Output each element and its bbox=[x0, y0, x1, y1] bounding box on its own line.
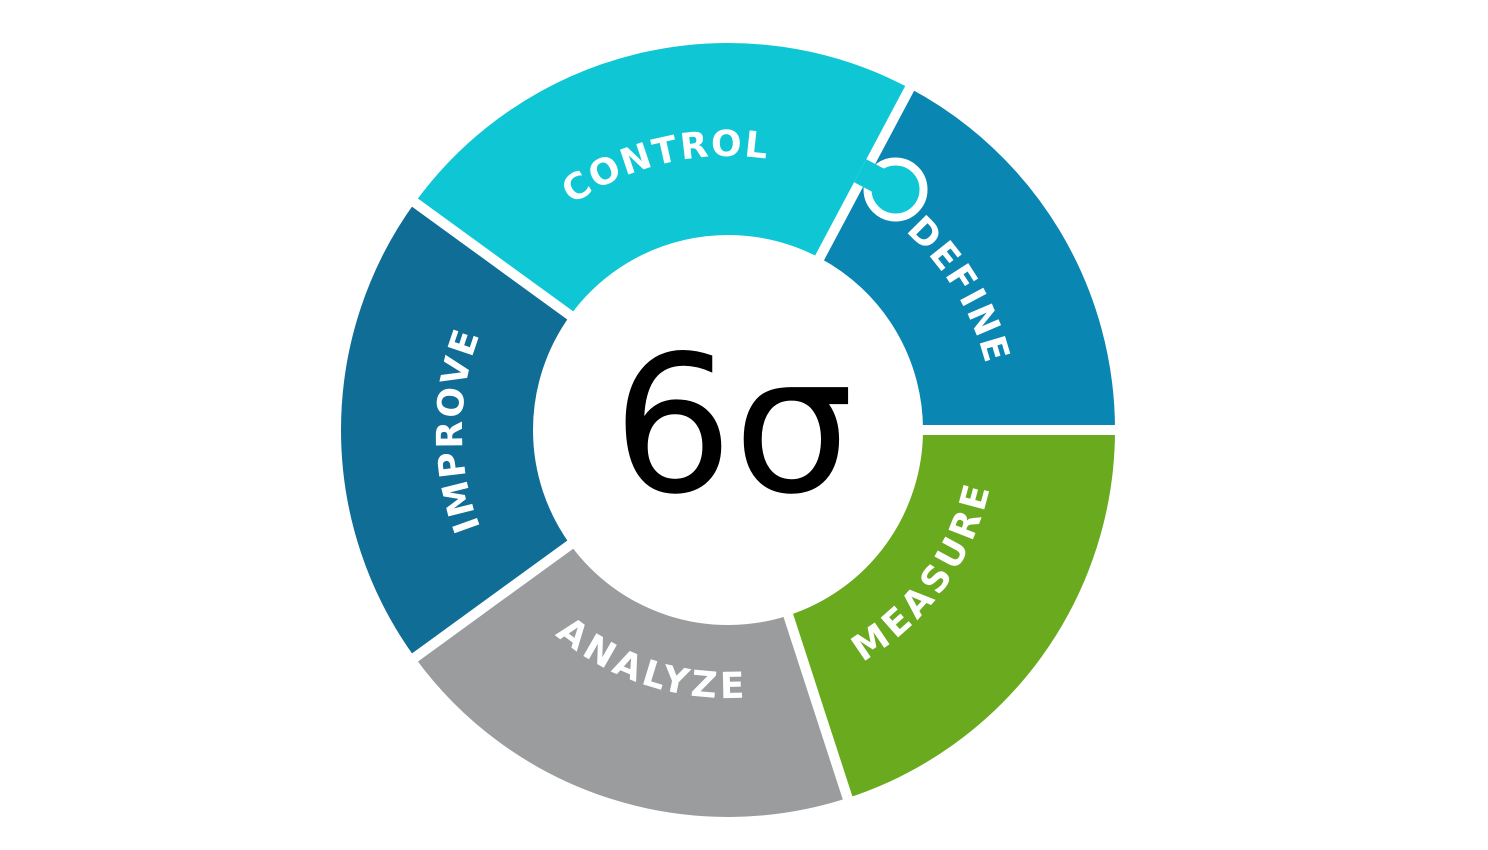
segment-analyze bbox=[405, 536, 855, 827]
center-circle bbox=[542, 244, 914, 616]
center-sigma-symbol: 6σ bbox=[612, 315, 853, 536]
segment-control bbox=[405, 33, 918, 324]
segment-group bbox=[331, 33, 1125, 827]
segment-measure bbox=[781, 425, 1125, 808]
puzzle-neck-control bbox=[854, 159, 893, 197]
segment-improve bbox=[331, 194, 580, 666]
